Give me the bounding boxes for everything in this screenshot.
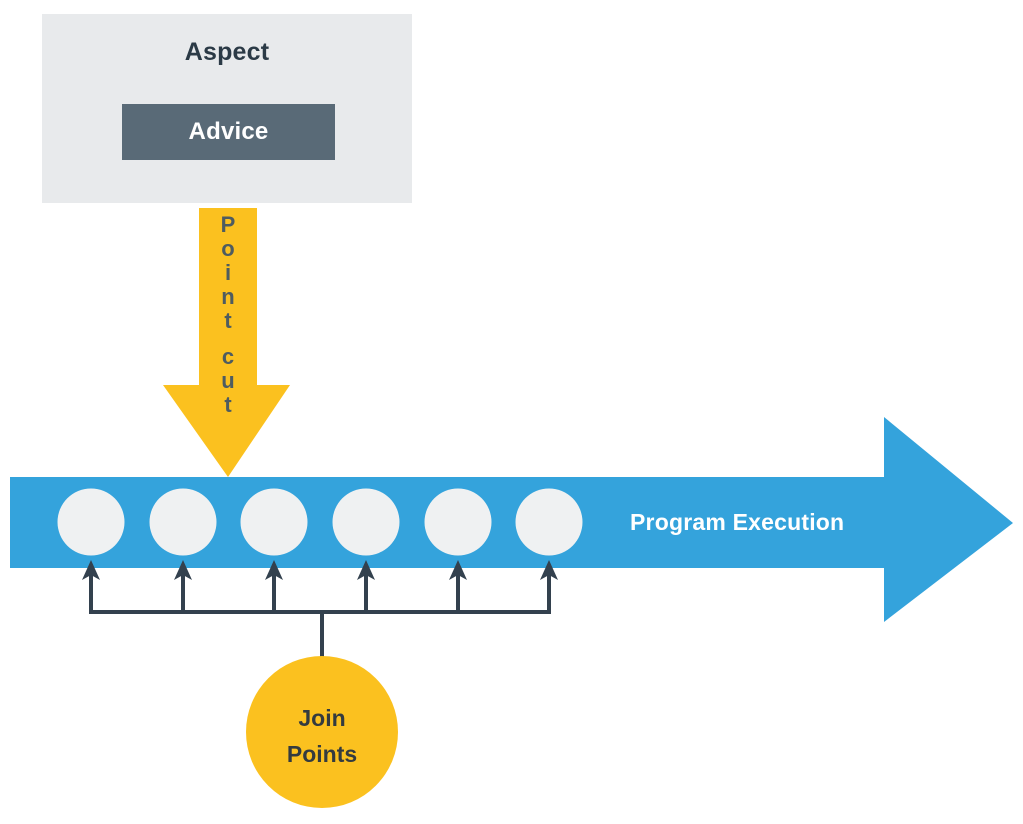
pointcut-letter: u <box>221 368 235 393</box>
join-point-circle <box>332 488 400 556</box>
pointcut-letter: c <box>221 344 235 369</box>
join-point-circle <box>57 488 125 556</box>
pointcut-label: P o i n t c u t <box>199 212 257 418</box>
pointcut-letter: o <box>221 236 235 261</box>
join-points-label-line1: Join <box>298 705 346 731</box>
pointcut-letter: n <box>221 284 235 309</box>
advice-box <box>122 104 335 160</box>
join-point-circles <box>57 488 583 556</box>
join-point-circle <box>240 488 308 556</box>
pointcut-letter: t <box>224 308 232 333</box>
join-point-circle <box>515 488 583 556</box>
join-points-circle <box>246 656 398 808</box>
pointcut-letter: P <box>220 212 236 237</box>
join-points-label: Join Points <box>246 700 398 772</box>
pointcut-letter: t <box>224 392 232 417</box>
program-execution-arrow <box>10 417 1013 622</box>
advice-label: Advice <box>188 118 269 145</box>
program-execution-label: Program Execution <box>630 509 845 535</box>
join-point-connectors <box>89 573 551 658</box>
pointcut-arrow <box>163 208 290 477</box>
pointcut-letter: i <box>224 260 232 285</box>
join-point-circle <box>424 488 492 556</box>
join-points-label-line2: Points <box>286 741 358 767</box>
connector-arrowheads <box>82 560 558 580</box>
join-point-circle <box>149 488 217 556</box>
aspect-label: Aspect <box>184 38 270 66</box>
